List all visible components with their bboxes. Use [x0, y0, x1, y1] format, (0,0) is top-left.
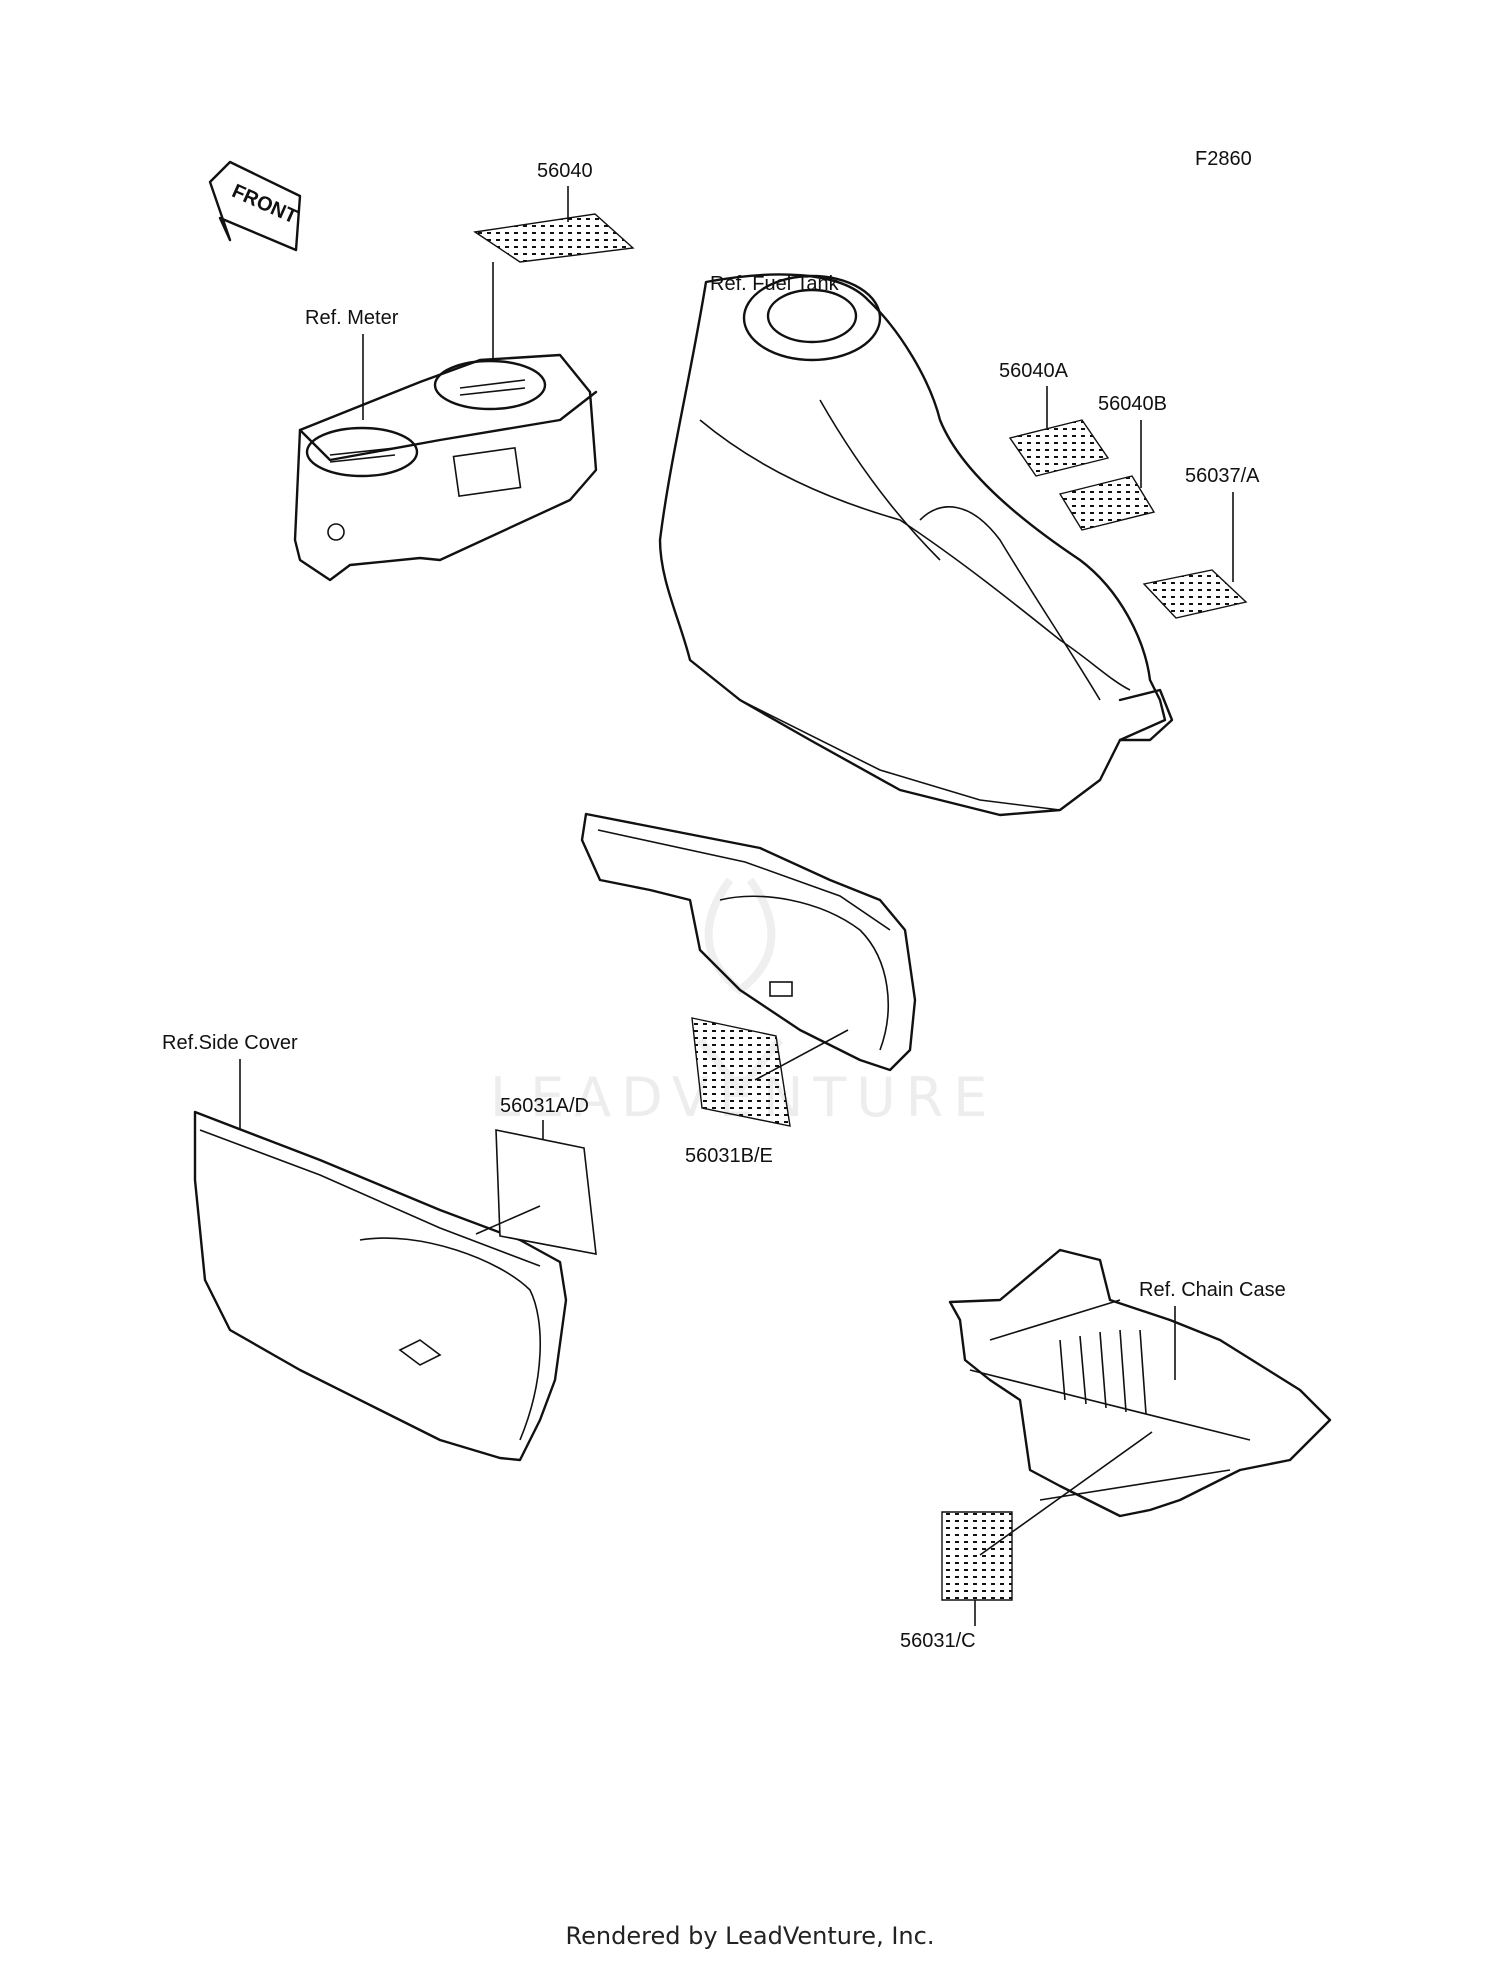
- decal-56037A: [1142, 569, 1248, 619]
- decal-56040A: [1008, 419, 1110, 477]
- front-arrow-label: FRONT: [229, 180, 301, 228]
- leader-56031BE-to-cover: [754, 1029, 849, 1081]
- fuel-tank: [658, 273, 1174, 817]
- ref-meter-label: Ref. Meter: [305, 307, 399, 329]
- indicator-panel: [452, 446, 522, 498]
- speedometer-gauge: [305, 426, 419, 478]
- footer-credit: Rendered by LeadVenture, Inc.: [565, 1922, 935, 1950]
- leader-56031AD-to-cover: [475, 1205, 541, 1235]
- meter-assembly: [293, 353, 598, 582]
- side-cover-right: [580, 812, 917, 1072]
- decal-56031BE: [691, 1017, 791, 1127]
- leader-56031C-to-case: [979, 1431, 1153, 1556]
- decal-56031AD: [495, 1129, 597, 1255]
- part-label-56040A: 56040A: [999, 360, 1069, 382]
- part-label-56040: 56040: [537, 160, 593, 182]
- tachometer-gauge: [433, 359, 547, 411]
- decal-56040B: [1058, 475, 1156, 531]
- part-label-56031AD: 56031A/D: [500, 1095, 589, 1117]
- part-label-56031C: 56031/C: [900, 1630, 976, 1652]
- part-label-56037A: 56037/A: [1185, 465, 1260, 487]
- ref-side-cover-label: Ref.Side Cover: [162, 1032, 298, 1054]
- ref-chain-case-label: Ref. Chain Case: [1139, 1279, 1286, 1301]
- chain-case: [948, 1248, 1332, 1518]
- decal-56040: [473, 213, 635, 263]
- decal-56031C: [941, 1511, 1013, 1601]
- part-label-56040B: 56040B: [1098, 393, 1167, 415]
- fuel-filler-neck: [742, 274, 882, 362]
- figure-code: F2860: [1195, 148, 1252, 170]
- ref-fuel-tank-label: Ref. Fuel Tank: [710, 273, 840, 295]
- front-arrow: FRONT: [208, 160, 302, 252]
- part-label-56031BE: 56031B/E: [685, 1145, 773, 1167]
- side-cover-left: [193, 1110, 568, 1462]
- chain-case-ribs: [1059, 1329, 1147, 1415]
